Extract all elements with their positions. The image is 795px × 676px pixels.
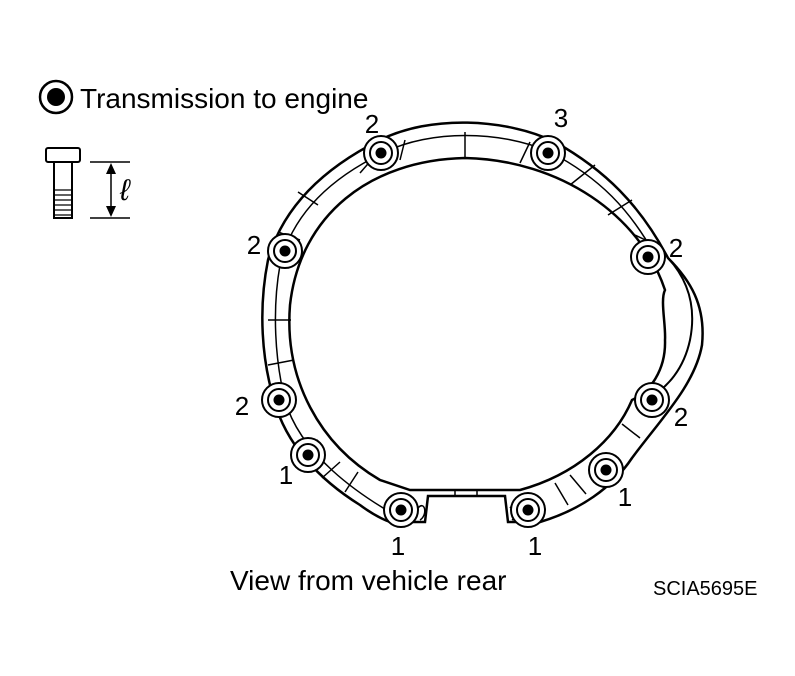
bolt-right-lower-icon bbox=[588, 452, 624, 488]
bolt-upper-right-icon bbox=[530, 135, 566, 171]
bolt-bottom-left-icon bbox=[383, 492, 419, 528]
bolt-bottom-right-icon bbox=[510, 492, 546, 528]
bolt-left-mid-icon bbox=[261, 382, 297, 418]
bolt-left-upper-label: 2 bbox=[247, 230, 261, 260]
transmission-housing bbox=[261, 121, 704, 524]
bolt-right-mid-icon bbox=[634, 382, 670, 418]
bolt-length-icon bbox=[45, 147, 130, 219]
bolt-length-symbol: ℓ bbox=[119, 174, 131, 207]
figure-code: SCIA5695E bbox=[653, 578, 758, 600]
bolt-right-upper-label: 2 bbox=[669, 233, 683, 263]
legend-label: Transmission to engine bbox=[80, 83, 368, 114]
bolt-label-group: 2 3 2 2 2 2 1 1 1 1 bbox=[235, 103, 688, 561]
housing-bottom-detail bbox=[417, 489, 518, 521]
bolt-right-mid-label: 2 bbox=[674, 402, 688, 432]
bolt-bottom-left-label: 1 bbox=[391, 531, 405, 561]
bolt-left-lower-icon bbox=[290, 437, 326, 473]
bolt-upper-left-label: 2 bbox=[365, 109, 379, 139]
bolt-bottom-right-label: 1 bbox=[528, 531, 542, 561]
bolt-right-upper-icon bbox=[630, 239, 666, 275]
bolt-upper-left-icon bbox=[363, 135, 399, 171]
view-caption: View from vehicle rear bbox=[230, 565, 506, 596]
bolt-group bbox=[261, 135, 670, 528]
legend-bolt-symbol-icon bbox=[38, 79, 74, 115]
bolt-left-mid-label: 2 bbox=[235, 391, 249, 421]
bolt-upper-right-label: 3 bbox=[554, 103, 568, 133]
bolt-left-upper-icon bbox=[267, 233, 303, 269]
bolt-right-lower-label: 1 bbox=[618, 482, 632, 512]
bolt-left-lower-label: 1 bbox=[279, 460, 293, 490]
